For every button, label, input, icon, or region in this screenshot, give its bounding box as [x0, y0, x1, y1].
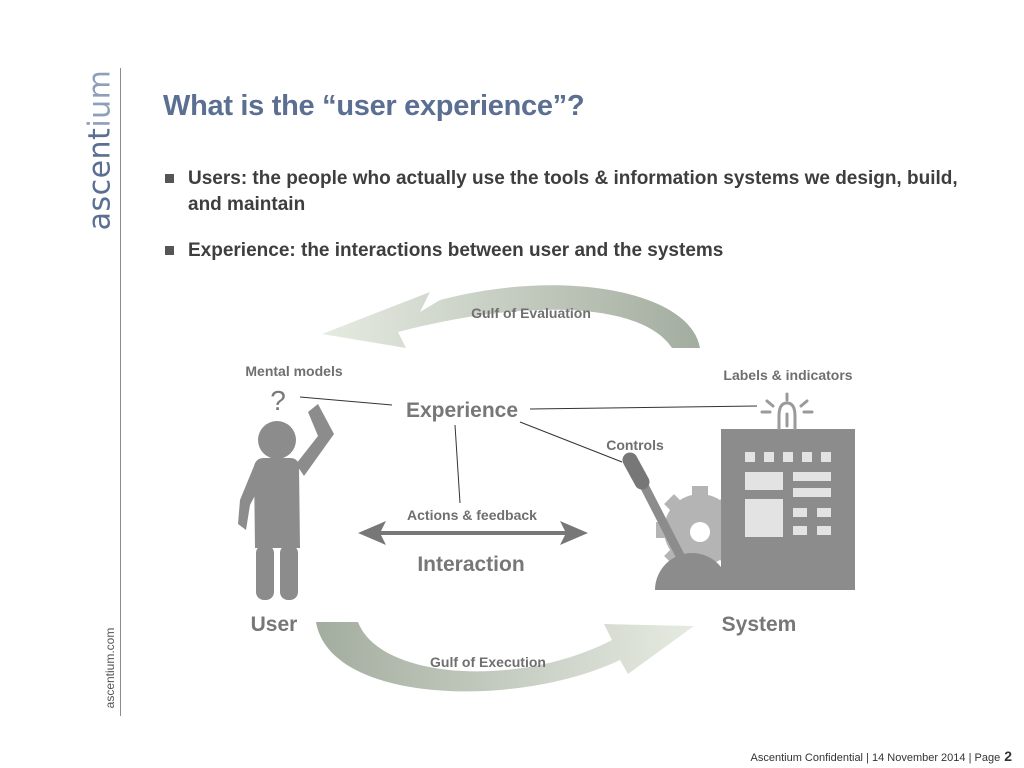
experience-label: Experience — [406, 399, 518, 422]
bullet-item: Users: the people who actually use the t… — [165, 166, 965, 218]
bullet-square-icon — [165, 246, 174, 255]
bullet-item: Experience: the interactions between use… — [165, 238, 965, 264]
gulf-evaluation-arrow — [322, 285, 700, 348]
footer-text: Ascentium Confidential | 14 November 201… — [750, 752, 1001, 764]
sidebar-divider — [120, 68, 121, 716]
gulf-evaluation-label: Gulf of Evaluation — [471, 305, 591, 321]
user-label: User — [251, 613, 298, 636]
actions-feedback-label: Actions & feedback — [407, 507, 537, 523]
system-panel-icon — [721, 429, 855, 590]
user-figure-icon — [238, 404, 334, 600]
page-number: 2 — [1004, 748, 1012, 764]
question-mark: ? — [270, 385, 286, 416]
labels-indicators-label: Labels & indicators — [723, 367, 852, 383]
light-bulb-indicator-icon — [760, 392, 814, 431]
slide-title: What is the “user experience”? — [163, 90, 585, 122]
bullet-square-icon — [165, 174, 174, 183]
system-label: System — [722, 613, 797, 636]
footer: Ascentium Confidential | 14 November 201… — [751, 748, 1013, 764]
lever-control-icon — [622, 452, 729, 590]
controls-label: Controls — [606, 437, 664, 453]
interaction-double-arrow — [358, 521, 588, 545]
bullet-list: Users: the people who actually use the t… — [165, 166, 965, 284]
mental-models-label: Mental models — [245, 363, 342, 379]
gulf-execution-arrow — [316, 622, 694, 692]
interaction-label: Interaction — [417, 553, 524, 576]
gulf-execution-label: Gulf of Execution — [430, 654, 546, 670]
connector-lines — [299, 396, 758, 504]
gear-hole — [690, 522, 710, 542]
